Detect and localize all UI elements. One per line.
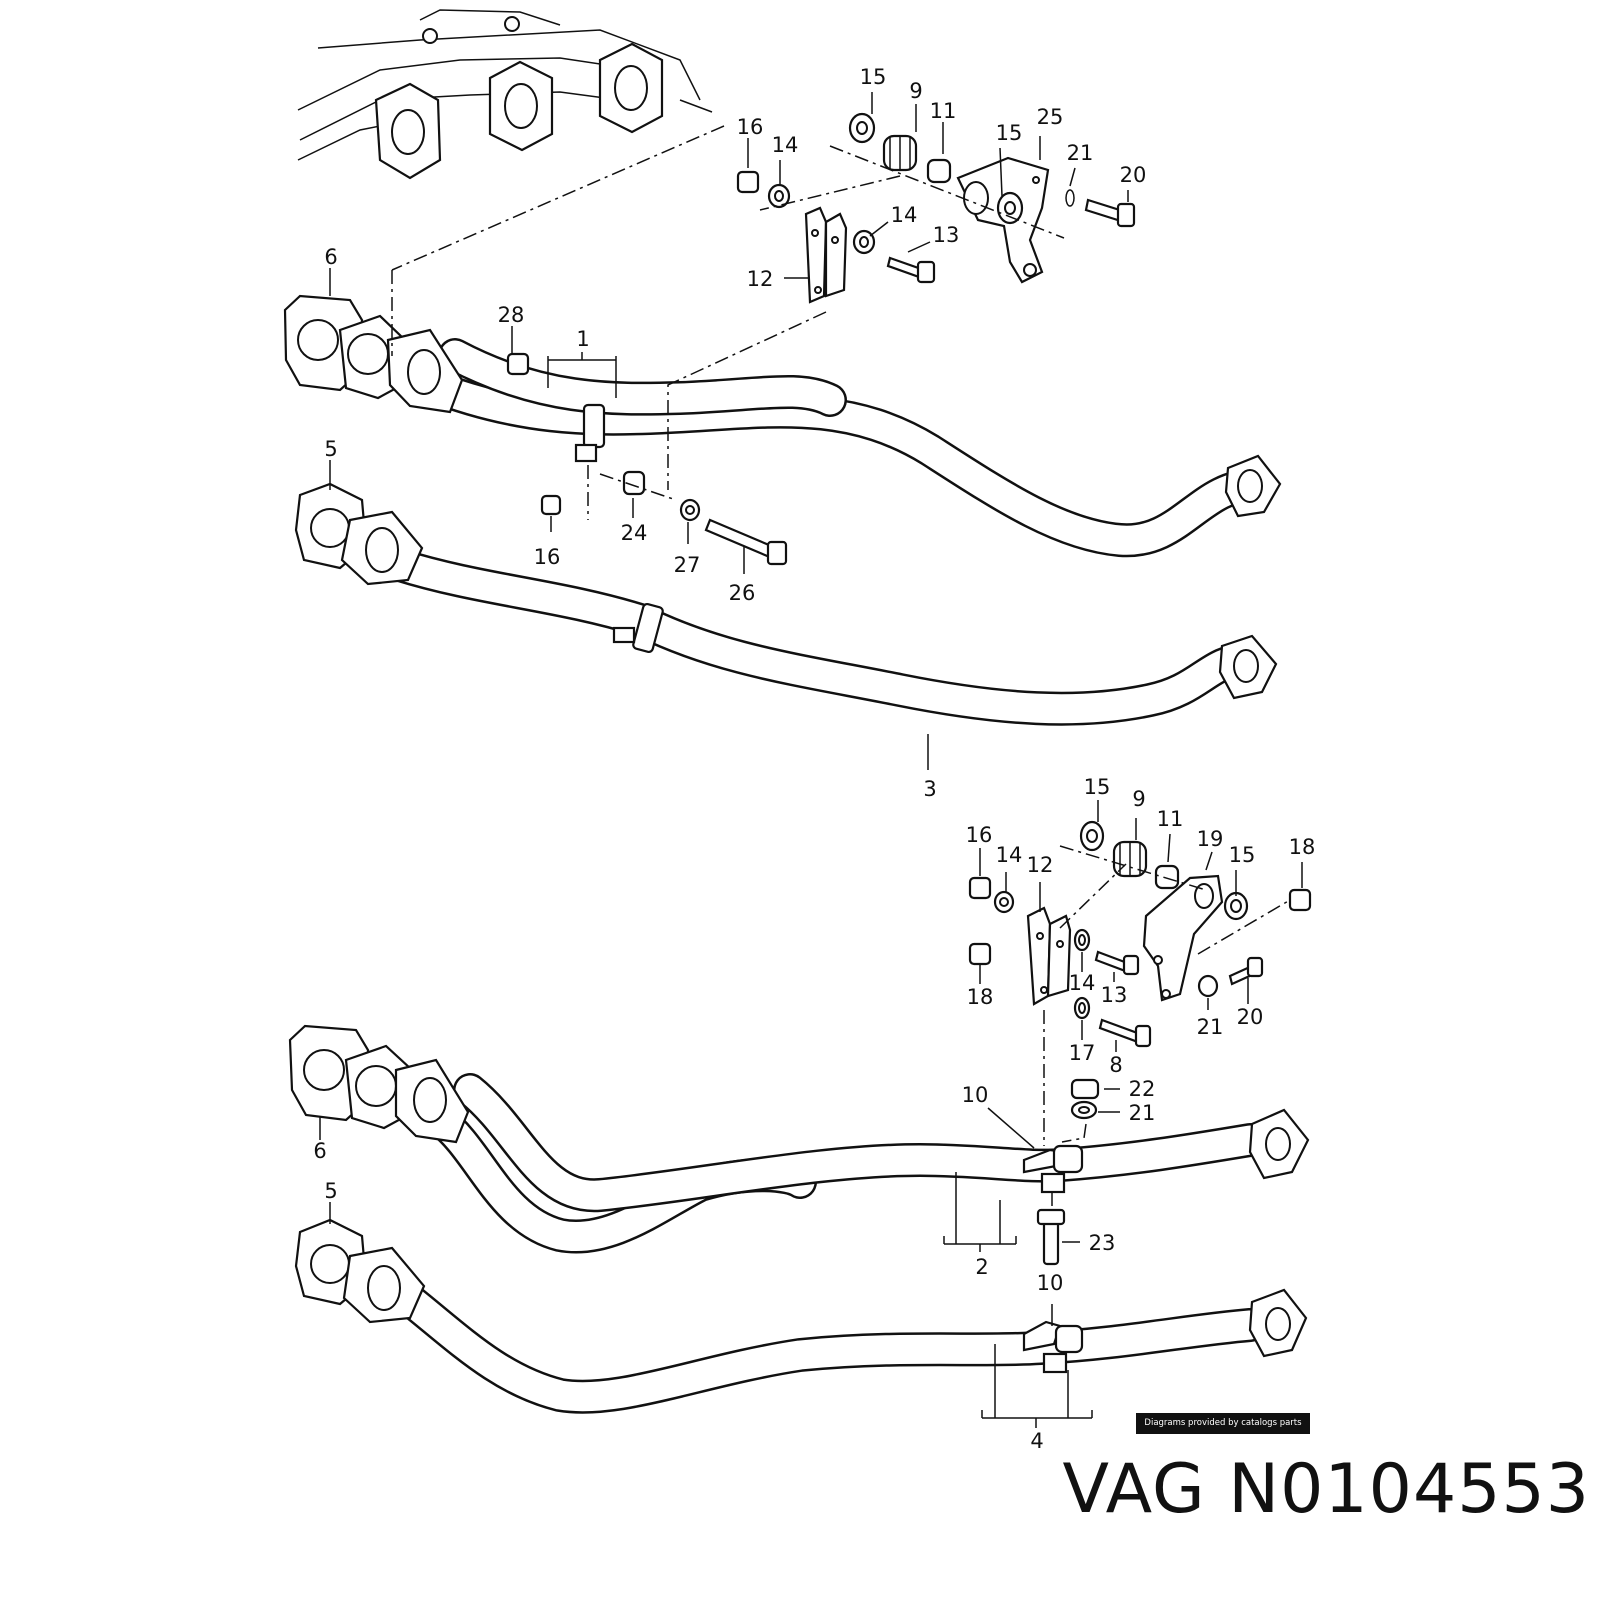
callout-20: 20 bbox=[1120, 163, 1147, 187]
callout-21: 21 bbox=[1067, 141, 1094, 165]
callout-5: 5 bbox=[324, 437, 337, 461]
callout-22: 22 bbox=[1129, 1077, 1156, 1101]
callout-17: 17 bbox=[1069, 1041, 1096, 1065]
callout-25: 25 bbox=[1037, 105, 1064, 129]
top-leader-lines bbox=[329, 92, 1129, 770]
callout-16: 16 bbox=[966, 823, 993, 847]
callout-21: 21 bbox=[1129, 1101, 1156, 1125]
callout-15: 15 bbox=[996, 121, 1023, 145]
callout-28: 28 bbox=[498, 303, 525, 327]
callout-26: 26 bbox=[729, 581, 756, 605]
callout-5: 5 bbox=[324, 1179, 337, 1203]
callout-6: 6 bbox=[313, 1139, 326, 1163]
callout-9: 9 bbox=[1132, 787, 1145, 811]
callout-18: 18 bbox=[1289, 835, 1316, 859]
bottom-callouts: 15 9 11 16 14 12 19 15 18 18 14 13 21 20… bbox=[313, 775, 1315, 1453]
callout-10: 10 bbox=[1037, 1271, 1064, 1295]
callout-11: 11 bbox=[930, 99, 957, 123]
callout-20: 20 bbox=[1237, 1005, 1264, 1029]
callout-1: 1 bbox=[576, 327, 589, 351]
callout-15: 15 bbox=[1229, 843, 1256, 867]
callout-13: 13 bbox=[1101, 983, 1128, 1007]
callout-4: 4 bbox=[1030, 1429, 1043, 1453]
callout-11: 11 bbox=[1157, 807, 1184, 831]
callout-19: 19 bbox=[1197, 827, 1224, 851]
callout-16: 16 bbox=[737, 115, 764, 139]
part-number-label: VAG N0104553 bbox=[1062, 1450, 1590, 1529]
exhaust-manifold bbox=[297, 9, 713, 180]
callout-27: 27 bbox=[674, 553, 701, 577]
top-callouts: 15 9 11 15 25 16 14 21 20 14 13 12 6 28 … bbox=[324, 65, 1146, 801]
bottom-assembly-lines bbox=[1043, 845, 1291, 1210]
diagram-credit-badge: Diagrams provided by catalogs parts bbox=[1136, 1413, 1310, 1434]
callout-23: 23 bbox=[1089, 1231, 1116, 1255]
callout-2: 2 bbox=[975, 1255, 988, 1279]
callout-12: 12 bbox=[1027, 853, 1054, 877]
callout-14: 14 bbox=[1069, 971, 1096, 995]
callout-12: 12 bbox=[747, 267, 774, 291]
front-pipe-2 bbox=[288, 1024, 1310, 1254]
front-pipe-3 bbox=[294, 482, 1278, 726]
callout-13: 13 bbox=[933, 223, 960, 247]
front-pipe-1 bbox=[283, 294, 1282, 558]
callout-10: 10 bbox=[962, 1083, 989, 1107]
callout-14: 14 bbox=[891, 203, 918, 227]
bottom-mounting-hardware bbox=[968, 820, 1312, 1266]
callout-24: 24 bbox=[621, 521, 648, 545]
callout-9: 9 bbox=[909, 79, 922, 103]
callout-3: 3 bbox=[923, 777, 936, 801]
callout-15: 15 bbox=[860, 65, 887, 89]
callout-6: 6 bbox=[324, 245, 337, 269]
top-assembly-lines bbox=[391, 125, 1065, 520]
bottom-leader-lines bbox=[319, 800, 1303, 1428]
callout-18: 18 bbox=[967, 985, 994, 1009]
callout-21: 21 bbox=[1197, 1015, 1224, 1039]
callout-14: 14 bbox=[996, 843, 1023, 867]
top-mounting-hardware bbox=[506, 112, 1136, 566]
callout-8: 8 bbox=[1109, 1053, 1122, 1077]
callout-15: 15 bbox=[1084, 775, 1111, 799]
front-pipe-4 bbox=[294, 1218, 1308, 1414]
callout-14: 14 bbox=[772, 133, 799, 157]
callout-16: 16 bbox=[534, 545, 561, 569]
